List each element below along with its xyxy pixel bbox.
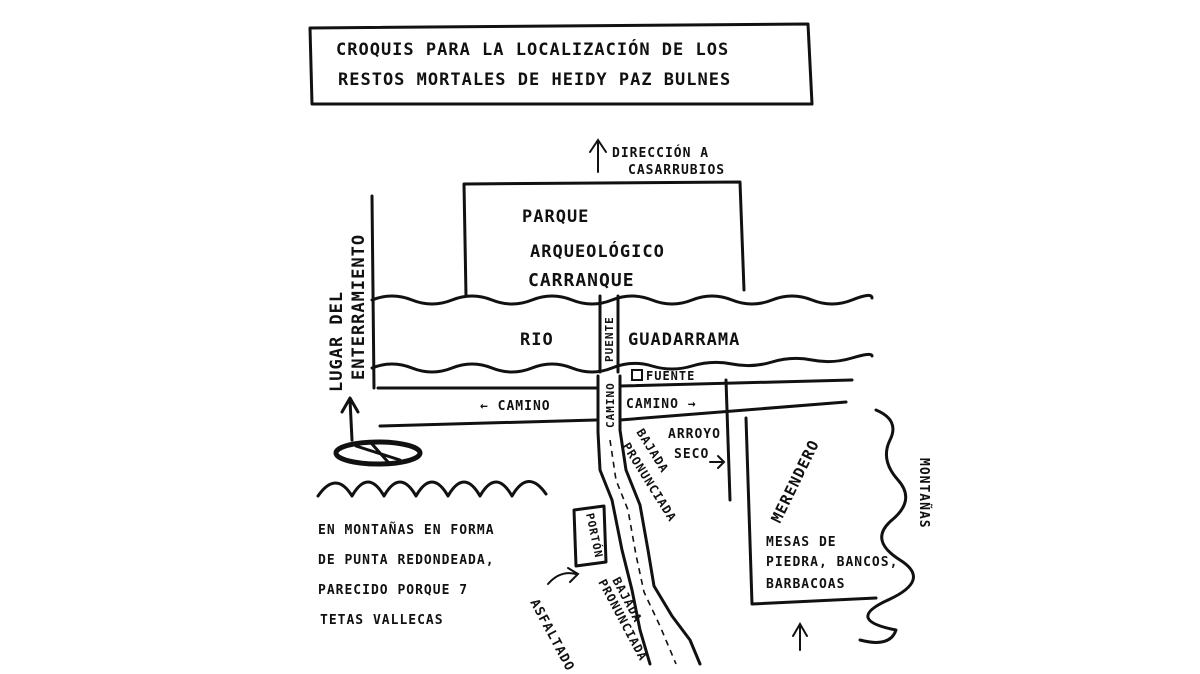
dry-creek: ARROYO SECO — [668, 378, 732, 502]
direction-indicator: DIRECCIÓN A CASARRUBIOS — [589, 138, 725, 178]
east-mountains: MONTAÑAS — [858, 408, 932, 644]
gate-label: PORTÓN — [583, 512, 605, 559]
asphalt-label: ASFALTADO — [526, 597, 577, 674]
dry-creek-line-2: SECO — [674, 447, 709, 462]
burial-site: LUGAR DEL ENTERRAMIENTO — [327, 194, 423, 467]
bridge: PUENTE — [598, 294, 620, 374]
archaeological-park: PARQUE ARQUEOLÓGICO CARRANQUE — [462, 180, 746, 298]
mountain-note-line-2: DE PUNTA REDONDEADA, — [318, 553, 495, 568]
fountain-label: FUENTE — [646, 369, 695, 383]
title-line-1: CROQUIS PARA LA LOCALIZACIÓN DE LOS — [336, 38, 729, 60]
dry-creek-line-1: ARROYO — [668, 427, 721, 442]
burial-label-1: LUGAR DEL — [327, 291, 347, 392]
picnic-line-2: PIEDRA, BANCOS, — [766, 555, 898, 570]
direction-line-1: DIRECCIÓN A — [612, 145, 709, 161]
title-line-2: RESTOS MORTALES DE HEIDY PAZ BULNES — [338, 70, 731, 90]
mountain-note-line-3: PARECIDO PORQUE 7 — [318, 583, 468, 598]
road-west-label: ← CAMINO — [480, 399, 551, 414]
park-line-3: CARRANQUE — [528, 270, 635, 291]
burial-label-2: ENTERRAMIENTO — [349, 234, 369, 380]
fountain-icon — [631, 369, 643, 381]
gate: PORTÓN — [572, 504, 608, 568]
road-east-label: CAMINO → — [626, 397, 697, 412]
picnic-area: MERENDERO MESAS DE PIEDRA, BANCOS, BARBA… — [744, 416, 898, 651]
mountain-note-line-4: TETAS VALLECAS — [320, 613, 444, 628]
picnic-line-3: BARBACOAS — [766, 577, 845, 592]
roads: ← CAMINO CAMINO CAMINO → — [376, 374, 854, 434]
road-center-label: CAMINO — [604, 382, 617, 428]
picnic-title: MERENDERO — [767, 437, 823, 526]
mountain-note-line-1: EN MONTAÑAS EN FORMA — [318, 522, 495, 538]
burial-marker-icon — [333, 439, 423, 467]
west-mountains: EN MONTAÑAS EN FORMA DE PUNTA REDONDEADA… — [316, 480, 548, 628]
park-line-2: ARQUEOLÓGICO — [530, 240, 665, 262]
fountain: FUENTE — [631, 369, 695, 383]
river-label-2: GUADARRAMA — [628, 330, 740, 350]
river-label-1: RIO — [520, 330, 554, 350]
bridge-label: PUENTE — [603, 316, 616, 362]
title-box: CROQUIS PARA LA LOCALIZACIÓN DE LOS REST… — [308, 22, 814, 106]
river-guadarrama: RIO GUADARRAMA — [370, 293, 874, 374]
mountains-label: MONTAÑAS — [916, 458, 932, 529]
asphalt-road: ASFALTADO — [526, 567, 580, 674]
park-line-1: PARQUE — [522, 207, 589, 227]
picnic-line-1: MESAS DE — [766, 535, 837, 550]
direction-line-2: CASARRUBIOS — [628, 163, 725, 178]
